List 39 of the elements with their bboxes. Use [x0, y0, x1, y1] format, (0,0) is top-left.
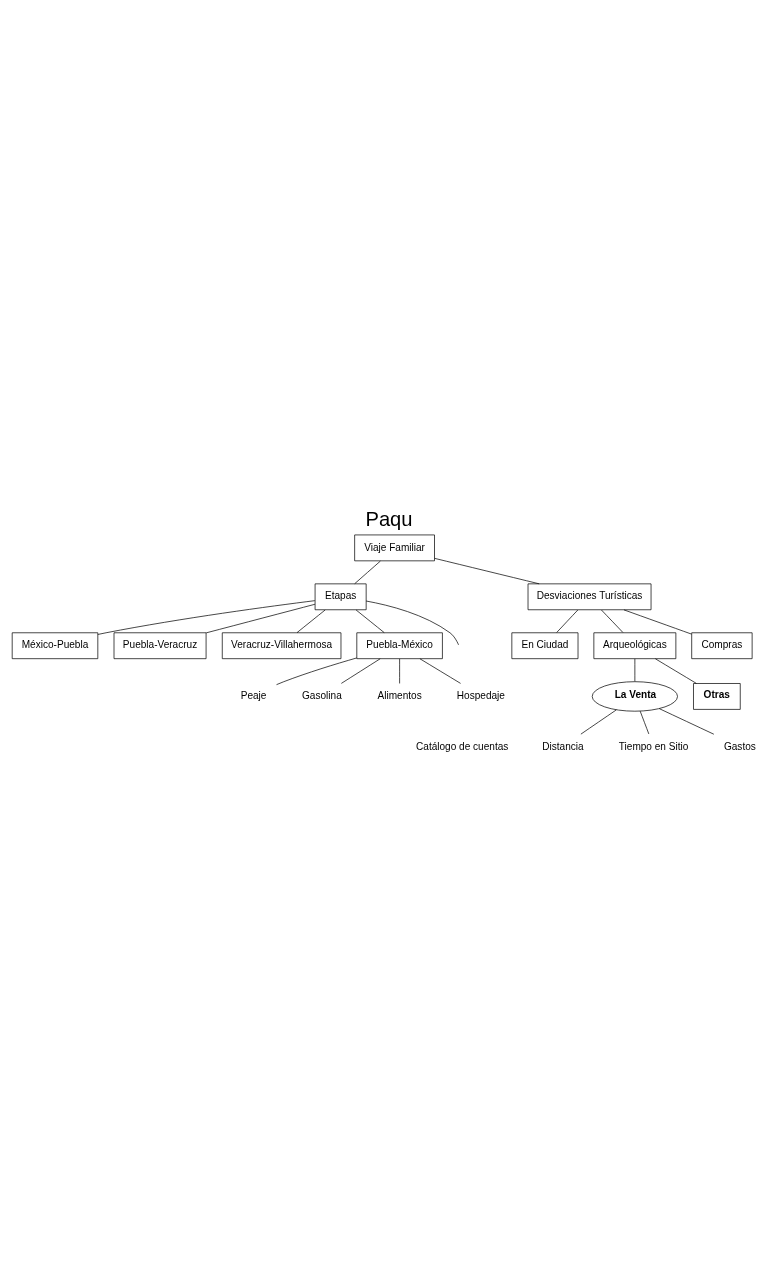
connector — [419, 657, 461, 684]
node-box: México-Puebla — [11, 631, 99, 659]
node-box: Viaje Familiar — [354, 534, 435, 561]
node-text: Peaje — [240, 689, 267, 701]
node-text: Gasolina — [302, 689, 342, 701]
connector — [340, 657, 381, 684]
node-text: Gastos — [723, 740, 756, 752]
connector — [655, 657, 697, 684]
connector — [354, 560, 381, 584]
diagram-title: Paqu — [365, 507, 413, 530]
node-box: Puebla-México — [356, 631, 443, 659]
connector — [205, 603, 316, 633]
connector — [658, 707, 715, 735]
connector — [434, 557, 540, 584]
node-text: Hospedaje — [456, 689, 505, 701]
node-text: Distancia — [542, 740, 584, 752]
node-box: Etapas — [314, 583, 367, 610]
connector — [601, 609, 624, 633]
node-box: Desviaciones Turísticas — [527, 583, 652, 610]
connector — [623, 609, 692, 634]
node-ellipse: La Venta — [591, 680, 678, 712]
node-box: Otras — [693, 682, 741, 710]
node-box: Arqueológicas — [593, 631, 677, 659]
connector — [365, 600, 459, 645]
node-text: Alimentos — [377, 689, 422, 701]
connector — [355, 609, 385, 633]
connector — [97, 599, 316, 635]
connector — [399, 658, 400, 684]
connector — [276, 657, 358, 685]
connector — [556, 609, 579, 633]
node-box: Puebla-Veracruz — [113, 631, 207, 659]
connector — [639, 710, 650, 734]
node-box: En Ciudad — [511, 631, 579, 659]
connector — [296, 609, 326, 633]
connector — [580, 709, 617, 734]
label: Catálogo de cuentas — [416, 740, 509, 752]
node-box: Compras — [691, 631, 753, 659]
node-box: Veracruz-Villahermosa — [221, 631, 342, 659]
node-text: Tiempo en Sitio — [618, 740, 689, 752]
